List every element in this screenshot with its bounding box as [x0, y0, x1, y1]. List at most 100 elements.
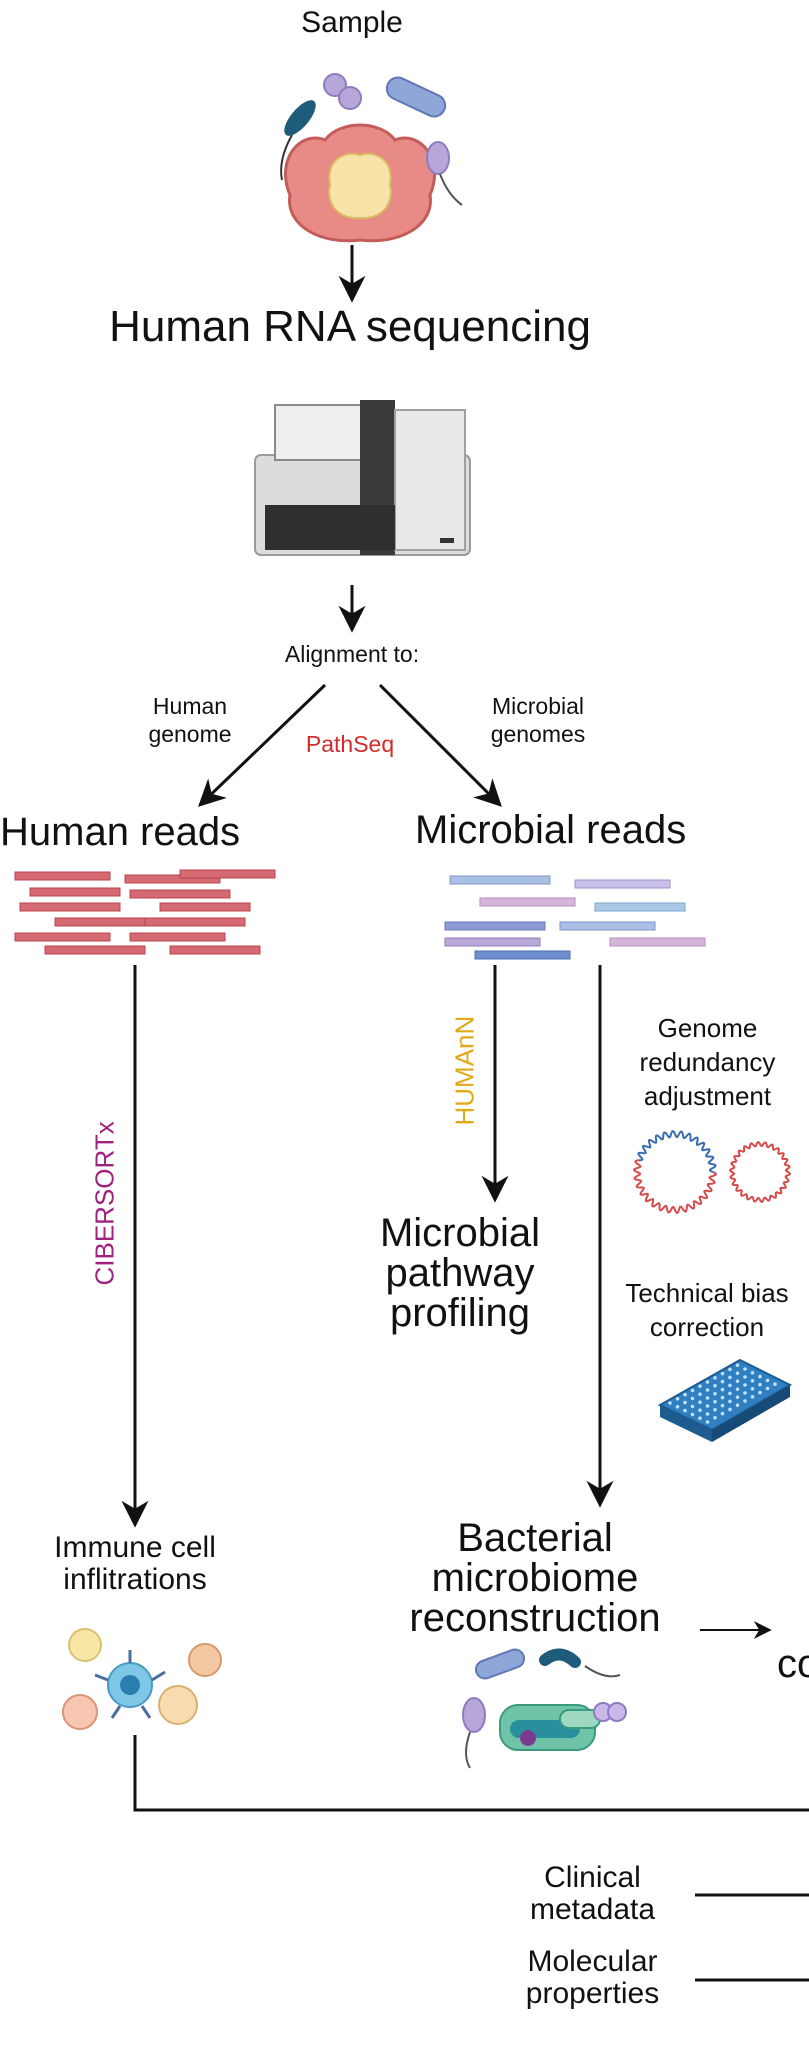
clinical-line-1: Clinical: [544, 1861, 641, 1894]
well-dot: [713, 1376, 717, 1380]
microbial-genomes-line-1: Microbial: [491, 693, 585, 719]
genome-redundancy-line-2: redundancy: [639, 1046, 776, 1077]
microbial-reads-label: Microbial reads: [415, 808, 687, 852]
circular-genome-icon: [633, 1130, 792, 1214]
immune-cells-icon: [62, 1628, 222, 1730]
well-dot: [735, 1379, 740, 1383]
well-dot: [750, 1387, 755, 1391]
bottom-connector-line: [133, 1735, 809, 1812]
well-dot: [690, 1412, 695, 1417]
well-dot: [705, 1388, 710, 1392]
bacterial-line-2: microbiome: [431, 1556, 639, 1600]
well-dot: [713, 1408, 717, 1412]
microbial-reads-icon: [444, 875, 706, 960]
microbial-pathway-profiling-label: Microbial pathway profiling: [345, 1213, 575, 1333]
pathway-line-3: profiling: [389, 1291, 531, 1335]
molecular-line-1: Molecular: [527, 1945, 658, 1978]
immune-line-1: Immune cell: [54, 1531, 216, 1564]
well-dot: [735, 1395, 740, 1399]
well-dot: [728, 1367, 732, 1372]
well-dot: [705, 1380, 710, 1384]
well-dot: [713, 1392, 717, 1396]
well-dot: [758, 1390, 762, 1395]
tumor-with-microbes-icon: [280, 73, 463, 243]
well-dot: [743, 1367, 747, 1371]
well-dot: [690, 1388, 695, 1393]
well-dot: [705, 1420, 710, 1424]
well-dot: [698, 1416, 702, 1420]
well-dot: [765, 1386, 770, 1391]
well-dot: [720, 1379, 725, 1384]
well-dot: [675, 1397, 680, 1401]
well-dot: [735, 1371, 740, 1375]
well-dot: [773, 1382, 777, 1386]
bacterial-line-1: Bacterial: [457, 1516, 613, 1560]
well-dot: [735, 1387, 740, 1391]
sample-label: Sample: [301, 6, 403, 39]
well-dot: [698, 1384, 702, 1388]
cut-off-text: co: [777, 1642, 809, 1686]
rna-sequencer-icon: [254, 400, 471, 556]
microbial-genomes-line-2: genomes: [490, 720, 586, 747]
well-dot: [683, 1408, 687, 1413]
cibersortx-label: CIBERSORTx: [89, 1121, 120, 1286]
well-dot: [743, 1391, 747, 1395]
clinical-line-2: metadata: [529, 1892, 656, 1926]
bacterial-microbiome-reconstruction-label: Bacterial microbiome reconstruction: [385, 1518, 685, 1638]
well-dot: [690, 1396, 695, 1401]
well-dot: [720, 1395, 725, 1400]
bacterial-line-3: reconstruction: [409, 1596, 661, 1640]
well-dot: [713, 1384, 717, 1388]
genome-redundancy-line-3: adjustment: [643, 1080, 772, 1111]
well-dot: [720, 1387, 725, 1392]
well-dot: [705, 1404, 710, 1408]
well-dot: [758, 1374, 762, 1379]
well-dot: [750, 1371, 755, 1375]
well-dot: [713, 1416, 717, 1420]
well-dot: [698, 1392, 702, 1396]
microbial-genomes-label: Microbial genomes: [468, 693, 608, 748]
clinical-metadata-label: Clinical metadata: [505, 1862, 680, 1925]
humann-label: HUMAnN: [449, 1015, 480, 1126]
well-dot: [713, 1400, 717, 1404]
immune-line-2: inflitrations: [63, 1562, 207, 1596]
well-dot: [758, 1382, 762, 1387]
human-reads-icon: [14, 869, 276, 955]
well-plate-icon: [657, 1358, 793, 1442]
pathseq-label: PathSeq: [305, 731, 395, 757]
technical-bias-line-1: Technical bias: [625, 1278, 789, 1308]
well-dot: [743, 1375, 747, 1379]
arrow-align-to-microbial: [378, 683, 502, 807]
well-dot: [683, 1400, 687, 1405]
well-dot: [750, 1379, 755, 1383]
well-dot: [728, 1383, 732, 1388]
well-dot: [735, 1363, 740, 1367]
well-dot: [698, 1400, 702, 1404]
human-genome-label: Human genome: [120, 693, 260, 748]
well-dot: [675, 1405, 680, 1409]
genome-redundancy-line-1: Genome: [657, 1013, 758, 1043]
well-dot: [720, 1411, 725, 1416]
well-dot: [668, 1401, 672, 1405]
human-genome-line-2: genome: [148, 720, 232, 747]
well-dot: [743, 1383, 747, 1387]
technical-bias-line-2: correction: [649, 1311, 765, 1342]
well-dot: [698, 1408, 702, 1412]
technical-bias-label: Technical bias correction: [605, 1277, 809, 1345]
pathway-line-2: pathway: [385, 1251, 535, 1295]
well-dot: [720, 1371, 725, 1376]
well-dot: [765, 1378, 770, 1383]
well-dot: [705, 1396, 710, 1400]
well-dot: [728, 1375, 732, 1380]
immune-cell-infiltrations-label: Immune cell inflitrations: [15, 1532, 255, 1595]
human-rna-sequencing-title: Human RNA sequencing: [109, 302, 591, 351]
well-dot: [728, 1399, 732, 1404]
arrow-align-to-human: [198, 683, 327, 807]
well-dot: [683, 1392, 687, 1397]
pathway-line-1: Microbial: [379, 1211, 541, 1255]
well-dot: [705, 1412, 710, 1416]
human-reads-label: Human reads: [0, 810, 241, 854]
well-dot: [690, 1404, 695, 1409]
well-dot: [750, 1395, 755, 1399]
